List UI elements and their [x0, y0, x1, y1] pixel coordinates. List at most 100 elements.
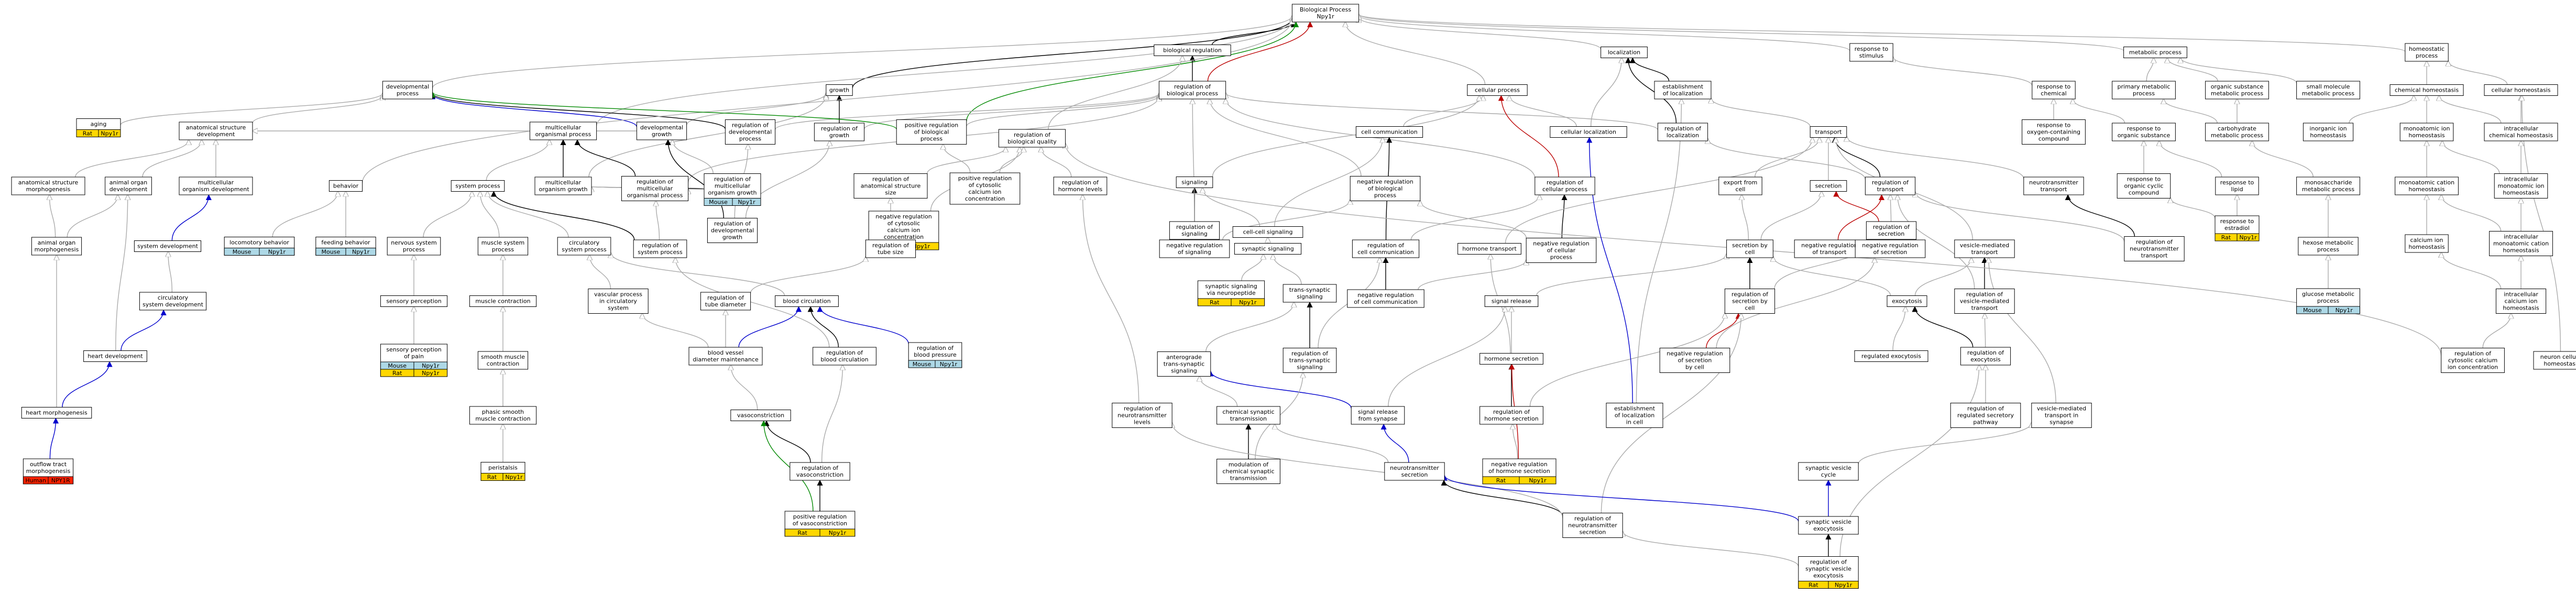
graph-edge-negregcellproc-to-negregbp — [1420, 201, 1527, 238]
species-tag — [98, 129, 121, 137]
species-tag-label: Npy1r — [352, 249, 370, 256]
graph-edge-locomotory-to-behavior — [272, 192, 338, 237]
go-node-label: transport — [1877, 186, 1904, 193]
go-node-label: sensory perception — [386, 346, 441, 353]
graph-edge-chemsyntrans-to-anterograde — [1199, 377, 1238, 407]
go-node-label: regulation of — [2454, 350, 2492, 357]
graph-edge-intramono-to-chemhomeo — [2439, 96, 2502, 124]
graph-edge-regcellcomm-to-regcellproc — [1410, 195, 1539, 240]
graph-edge-regvesicletransport-to-regtransport — [1898, 195, 1975, 289]
go-node-label: cell — [1736, 186, 1746, 193]
go-node-label: anatomical structure — [861, 183, 921, 190]
go-node-box — [2484, 123, 2558, 141]
graph-edge-sysproc-to-multiproc — [486, 140, 549, 181]
graph-edge-resplipid-to-respsub — [2159, 141, 2222, 178]
go-node-box — [1718, 177, 1762, 195]
go-node-transport: transport — [1810, 126, 1847, 138]
go-node-box — [1158, 81, 1226, 100]
go-node-label: secretion — [1401, 471, 1428, 478]
go-node-box — [1169, 221, 1220, 240]
graph-edge-regdevproc-to-regbp — [774, 93, 1159, 130]
go-node-box — [2296, 81, 2360, 100]
go-node-label: of biological — [1368, 185, 1403, 192]
graph-edge-reggrowth-to-regbp — [863, 94, 1159, 129]
go-node-label: of signaling — [1178, 249, 1211, 256]
graph-edge-synsigneuro-to-synsig — [1241, 255, 1264, 281]
graph-edge-heartmorph-to-heartdev — [62, 361, 113, 407]
go-node-label: heart development — [87, 353, 143, 360]
graph-edge-negregbp-to-regbp — [1210, 99, 1362, 177]
go-node-label: cytosolic calcium — [2448, 357, 2497, 364]
go-node-label: cell — [1745, 305, 1755, 312]
go-node-label: negative regulation — [1357, 292, 1414, 299]
go-node-box — [865, 239, 916, 258]
go-node-label: cellular process — [1475, 87, 1520, 94]
go-node-signalrelease: signal release — [1484, 295, 1539, 307]
go-node-label: oxygen-containing — [2027, 129, 2080, 136]
graph-edge-regexocytosis-to-exocytosis — [1892, 307, 1905, 351]
go-node-label: of transport — [1813, 249, 1847, 256]
go-node-label: anatomical structure — [18, 179, 79, 186]
go-node-label: animal organ — [38, 239, 76, 246]
graph-edge-circsysdev-to-sysdev — [168, 252, 173, 293]
go-node-label: of cellular — [1547, 247, 1576, 254]
graph-edge-cellloc-to-localization — [1591, 58, 1622, 127]
go-node-label: secretion by — [1732, 242, 1768, 249]
go-node-box — [477, 351, 529, 370]
graph-edge-regsignaling-to-regbp — [1192, 99, 1194, 222]
graph-edge-animorgmorph-to-anatmorph — [49, 195, 56, 238]
go-node-sysdev: system development — [134, 240, 202, 252]
go-node-label: signal release — [1358, 409, 1398, 415]
graph-edge-regansize-to-regbioqual — [927, 147, 1006, 174]
graph-edge-devproc-to-bp — [432, 16, 1292, 89]
go-node-box — [534, 177, 592, 195]
go-node-label: levels — [1134, 419, 1150, 426]
graph-edge-regsysproc-to-sysproc — [490, 191, 635, 240]
go-node-box — [730, 410, 791, 421]
species-tag — [732, 198, 761, 206]
go-node-label: compound — [2129, 190, 2159, 196]
go-node-label: multicellular — [545, 124, 582, 131]
go-node-label: process — [2133, 90, 2155, 97]
go-node-label: multicellular — [198, 179, 234, 186]
go-node-box — [2022, 119, 2086, 145]
species-tag-label: Npy1r — [422, 370, 440, 377]
graph-edge-anatdev-to-devproc — [252, 95, 382, 124]
go-node-heartmorph: heart morphogenesis — [21, 407, 92, 418]
go-node-label: exocytosis — [1813, 525, 1844, 532]
go-node-label: vasoconstriction — [737, 412, 784, 419]
go-node-box — [1350, 176, 1421, 201]
go-node-label: peristalsis — [488, 465, 518, 471]
go-node-box — [725, 119, 776, 145]
go-node-label: multicellular — [545, 179, 582, 186]
graph-edge-neuroncellhomeo-to-cellhomeo — [2522, 96, 2561, 352]
go-node-label: of secretion — [1678, 357, 1712, 364]
species-tag-label: Npy1r — [2336, 307, 2353, 314]
go-node-box — [387, 237, 441, 256]
graph-edge-bloodvessel-to-vascproc — [642, 314, 709, 348]
species-tag — [413, 369, 448, 377]
go-node-label: negative regulation — [1801, 242, 1858, 249]
species-tag — [1828, 581, 1859, 589]
go-node-box — [382, 81, 433, 100]
go-node-growth: growth — [826, 84, 853, 96]
graph-edge-ntsecretion-to-sigrelsyn — [1380, 423, 1409, 463]
go-node-label: regulation of — [826, 349, 863, 356]
species-tag-label: Npy1r — [738, 199, 755, 206]
species-tag — [819, 528, 856, 537]
go-node-label: circulatory — [569, 239, 600, 246]
graph-edge-behavior-to-bp — [361, 19, 1292, 183]
graph-edge-regbloodcirc-to-regsysproc — [675, 258, 830, 348]
go-node-label: system development — [137, 243, 199, 250]
go-node-label: localization — [1667, 132, 1699, 139]
graph-edge-regtubediam-to-regtubesize — [750, 257, 866, 294]
graph-edge-secbycell-to-exportcell — [1742, 195, 1749, 240]
graph-edge-transport-to-estloc — [1711, 98, 1811, 127]
